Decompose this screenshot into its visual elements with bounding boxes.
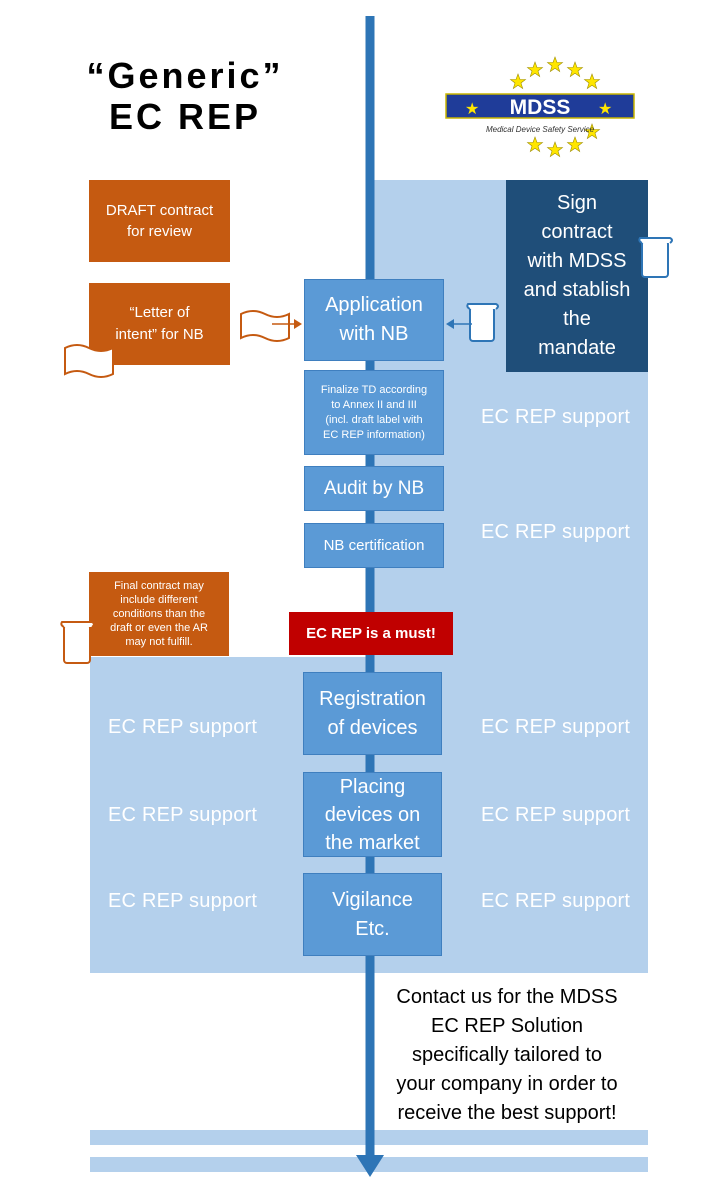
- svg-text:★: ★: [465, 101, 479, 118]
- placing-box: Placing devices on the market: [303, 772, 442, 857]
- vigilance-box: Vigilance Etc.: [303, 873, 442, 956]
- sign-contract-box: Sign contract with MDSS and stablish the…: [506, 180, 648, 372]
- support-label-5: EC REP support: [108, 804, 258, 826]
- support-label-8: EC REP support: [481, 890, 631, 912]
- application-box: Application with NB: [304, 279, 444, 361]
- star-icon: [566, 61, 584, 78]
- logo-text: MDSS: [510, 96, 571, 119]
- scroll-document-icon: [638, 237, 673, 278]
- finalize-td-box: Finalize TD according to Annex II and II…: [304, 370, 444, 455]
- support-label-3: EC REP support: [108, 716, 258, 738]
- mdss-logo: MDSS ★ ★ Medical Device Safety Service: [445, 56, 635, 158]
- page-title-line1: “Generic”: [86, 55, 284, 96]
- support-label-4: EC REP support: [481, 716, 631, 738]
- support-label-6: EC REP support: [481, 804, 631, 826]
- support-label-7: EC REP support: [108, 890, 258, 912]
- star-icon: [566, 136, 584, 153]
- page-title-line2: EC REP: [108, 96, 262, 137]
- timeline-arrow: [356, 16, 384, 1177]
- support-label-2: EC REP support: [481, 521, 631, 543]
- star-icon: [546, 56, 564, 73]
- letter-document-icon-2: [240, 310, 290, 342]
- draft-contract-box: DRAFT contract for review: [89, 180, 230, 262]
- final-contract-box: Final contract may include different con…: [89, 572, 229, 656]
- star-icon: [526, 136, 544, 153]
- arrow-right-icon: [272, 319, 302, 329]
- letter-document-icon: [64, 344, 114, 378]
- registration-box: Registration of devices: [303, 672, 442, 755]
- must-box: EC REP is a must!: [289, 612, 453, 655]
- logo-subtitle: Medical Device Safety Service: [486, 125, 595, 134]
- star-icon: [526, 61, 544, 78]
- svg-text:★: ★: [598, 101, 612, 118]
- star-icon: [583, 123, 601, 140]
- certification-box: NB certification: [304, 523, 444, 568]
- support-label-1: EC REP support: [481, 406, 631, 428]
- audit-box: Audit by NB: [304, 466, 444, 511]
- arrow-left-icon: [446, 319, 472, 329]
- star-icon: [546, 141, 564, 158]
- letter-of-intent-box: “Letter of intent” for NB: [89, 283, 230, 365]
- scroll-document-icon-3: [60, 621, 95, 664]
- star-icon: [509, 73, 527, 90]
- contact-text: Contact us for the MDSS EC REP Solution …: [396, 986, 618, 1124]
- star-icon: [583, 73, 601, 90]
